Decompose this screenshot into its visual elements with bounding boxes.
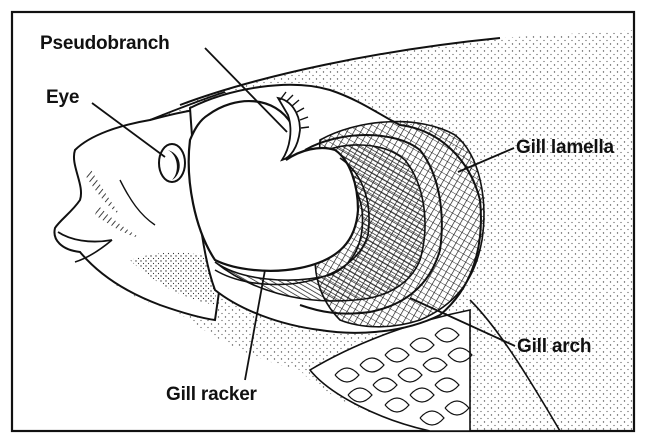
- label-eye: Eye: [46, 88, 79, 107]
- label-gill-lamella: Gill lamella: [516, 138, 614, 157]
- eye-drawing: [159, 144, 185, 182]
- label-gill-racker: Gill racker: [166, 385, 257, 404]
- label-pseudobranch: Pseudobranch: [40, 34, 170, 53]
- label-gill-arch: Gill arch: [517, 337, 591, 356]
